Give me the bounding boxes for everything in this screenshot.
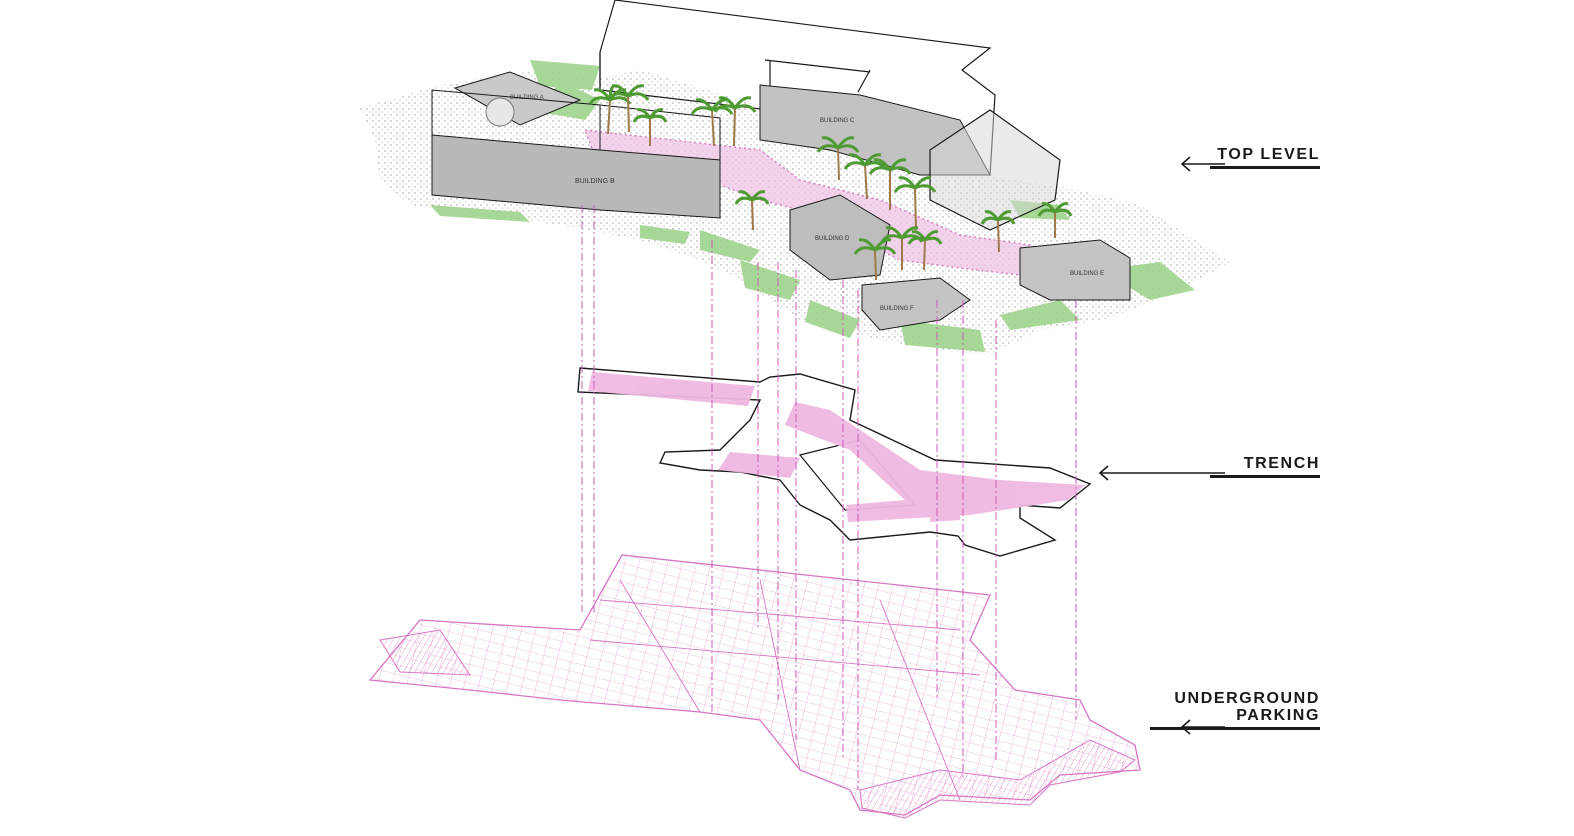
palm-tree-icon bbox=[690, 98, 734, 147]
trench-underline bbox=[1210, 475, 1320, 478]
underground-parking-underline bbox=[1150, 727, 1320, 730]
palm-trees bbox=[588, 84, 1073, 281]
palm-tree-icon bbox=[588, 84, 632, 135]
parking-outline bbox=[368, 554, 1141, 816]
palm-tree-icon bbox=[843, 153, 887, 200]
palm-tree-icon bbox=[606, 84, 650, 133]
underground-parking-text-line1: UNDERGROUND bbox=[1174, 690, 1320, 707]
building-d-label: BUILDING D bbox=[815, 236, 850, 242]
building-e-label: BUILDING E bbox=[1070, 271, 1104, 277]
parking-drive-aisles bbox=[589, 579, 981, 801]
trench-pink-corridors bbox=[588, 372, 1085, 522]
parking-ramp bbox=[379, 629, 471, 676]
underground-parking-label: UNDERGROUND PARKING bbox=[1150, 690, 1320, 730]
palm-tree-icon bbox=[980, 210, 1016, 253]
arrow-left-icon bbox=[1180, 156, 1225, 172]
building-f-label: BUILDING F bbox=[880, 306, 914, 312]
top-level-underline bbox=[1210, 166, 1320, 169]
palm-tree-icon bbox=[853, 238, 897, 281]
arrow-left-icon bbox=[1098, 465, 1225, 481]
underground-parking-text-line2: PARKING bbox=[1236, 707, 1320, 724]
palm-tree-icon bbox=[868, 158, 912, 210]
building-c-label: BUILDING C bbox=[820, 118, 855, 124]
right-massing bbox=[929, 109, 1061, 231]
palm-tree-icon bbox=[893, 176, 937, 231]
building-e: BUILDING E bbox=[1019, 239, 1131, 301]
palm-tree-icon bbox=[734, 190, 770, 231]
trench-text: TRENCH bbox=[1243, 455, 1320, 472]
trench-outline bbox=[577, 367, 1092, 557]
trench-label: TRENCH bbox=[1210, 455, 1320, 478]
trench-plan bbox=[577, 367, 1092, 557]
building-b-label: BUILDING B bbox=[575, 178, 615, 185]
palm-tree-icon bbox=[632, 108, 668, 146]
top-level-label: TOP LEVEL bbox=[1210, 146, 1320, 169]
palm-tree-icon bbox=[816, 136, 860, 181]
alignment-lines bbox=[581, 205, 1077, 790]
palm-tree-icon bbox=[713, 96, 757, 147]
building-f: BUILDING F bbox=[861, 277, 971, 331]
underground-parking-plan bbox=[368, 554, 1141, 819]
palm-tree-icon bbox=[880, 226, 924, 270]
parking-dense-zone bbox=[859, 739, 1136, 819]
building-d: BUILDING D bbox=[789, 194, 891, 281]
top-level-plan: BUILDING A BUILDING B BUILDING C BUIL bbox=[360, 0, 1230, 355]
building-b: BUILDING B bbox=[431, 89, 721, 219]
landscape-patches bbox=[430, 60, 1195, 352]
top-level-text: TOP LEVEL bbox=[1217, 146, 1320, 163]
palm-tree-icon bbox=[907, 230, 943, 271]
palm-tree-icon bbox=[1037, 202, 1073, 238]
